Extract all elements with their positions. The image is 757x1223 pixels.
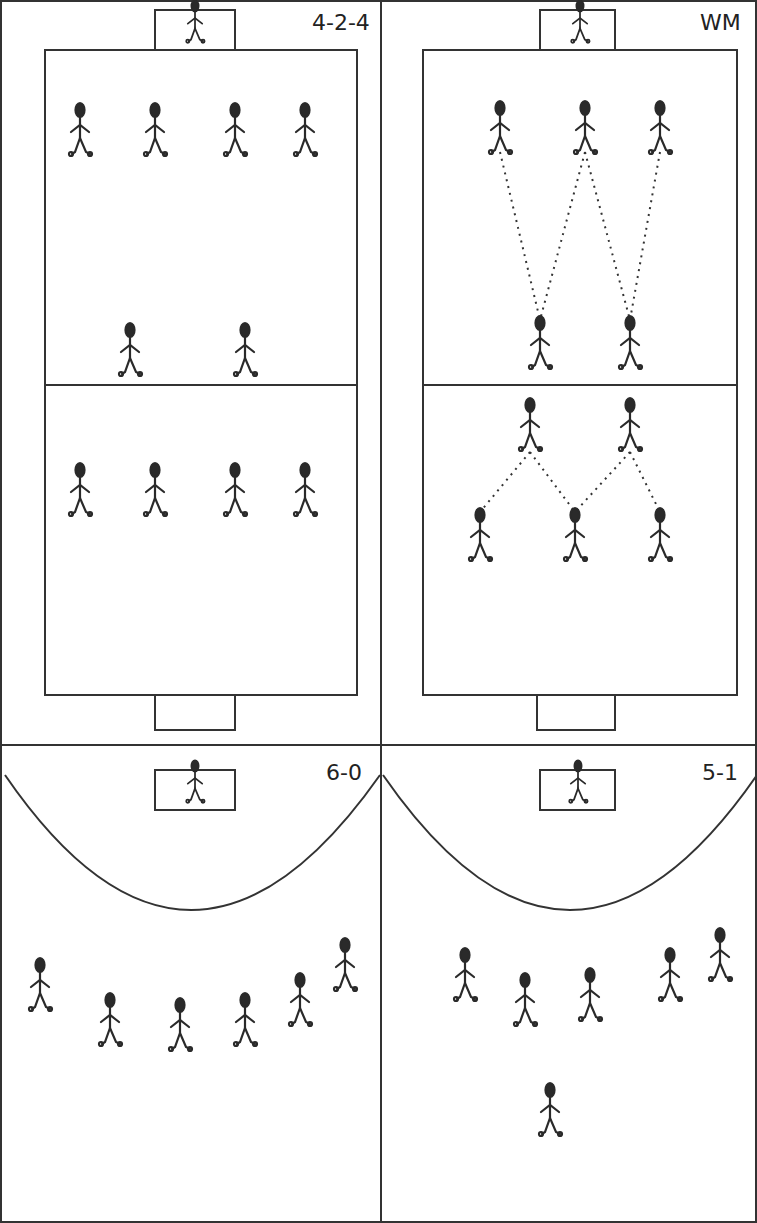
goal bbox=[540, 770, 615, 810]
player-figure bbox=[619, 398, 642, 451]
panel-divider bbox=[0, 744, 757, 746]
player-figure bbox=[519, 398, 542, 451]
player-figure bbox=[169, 998, 192, 1051]
pitch bbox=[45, 50, 357, 695]
player-figure bbox=[119, 323, 142, 376]
panel-divider bbox=[380, 0, 382, 1223]
goal-area-line bbox=[383, 775, 757, 910]
formation-label: 6-0 bbox=[326, 762, 362, 784]
player-figure bbox=[571, 0, 589, 42]
player-figure bbox=[489, 101, 512, 154]
goal-area-line bbox=[5, 775, 380, 910]
player-figure bbox=[619, 316, 642, 369]
player-figure bbox=[564, 508, 587, 561]
player-figure bbox=[574, 101, 597, 154]
player-figure bbox=[224, 103, 247, 156]
player-figure bbox=[514, 973, 537, 1026]
player-figure bbox=[649, 508, 672, 561]
player-figure bbox=[224, 463, 247, 516]
formation-label: 5-1 bbox=[702, 762, 738, 784]
player-figure bbox=[144, 463, 167, 516]
goal bbox=[155, 10, 235, 50]
player-figure bbox=[144, 103, 167, 156]
player-figure bbox=[454, 948, 477, 1001]
player-figure bbox=[579, 968, 602, 1021]
player-figure bbox=[294, 103, 317, 156]
player-figure bbox=[709, 928, 732, 981]
player-figure bbox=[186, 760, 204, 802]
player-figure bbox=[469, 508, 492, 561]
player-figure bbox=[234, 993, 257, 1046]
player-figure bbox=[99, 993, 122, 1046]
player-figure bbox=[29, 958, 52, 1011]
formation-label: WM bbox=[700, 12, 741, 34]
player-figure bbox=[69, 103, 92, 156]
goal bbox=[155, 770, 235, 810]
halfway-line bbox=[45, 384, 357, 386]
player-figure bbox=[569, 760, 587, 802]
formation-label: 4-2-4 bbox=[312, 12, 370, 34]
player-figure bbox=[69, 463, 92, 516]
goal bbox=[537, 695, 615, 730]
player-figure bbox=[539, 1083, 562, 1136]
player-figure bbox=[529, 316, 552, 369]
player-figure bbox=[234, 323, 257, 376]
goal bbox=[155, 695, 235, 730]
player-figure bbox=[186, 0, 204, 42]
player-figure bbox=[649, 101, 672, 154]
pitch bbox=[423, 50, 737, 695]
player-figure bbox=[289, 973, 312, 1026]
wm-lines bbox=[480, 152, 660, 512]
player-figure bbox=[659, 948, 682, 1001]
player-figure bbox=[334, 938, 357, 991]
player-figure bbox=[294, 463, 317, 516]
halfway-line bbox=[423, 384, 737, 386]
goal bbox=[540, 10, 615, 50]
